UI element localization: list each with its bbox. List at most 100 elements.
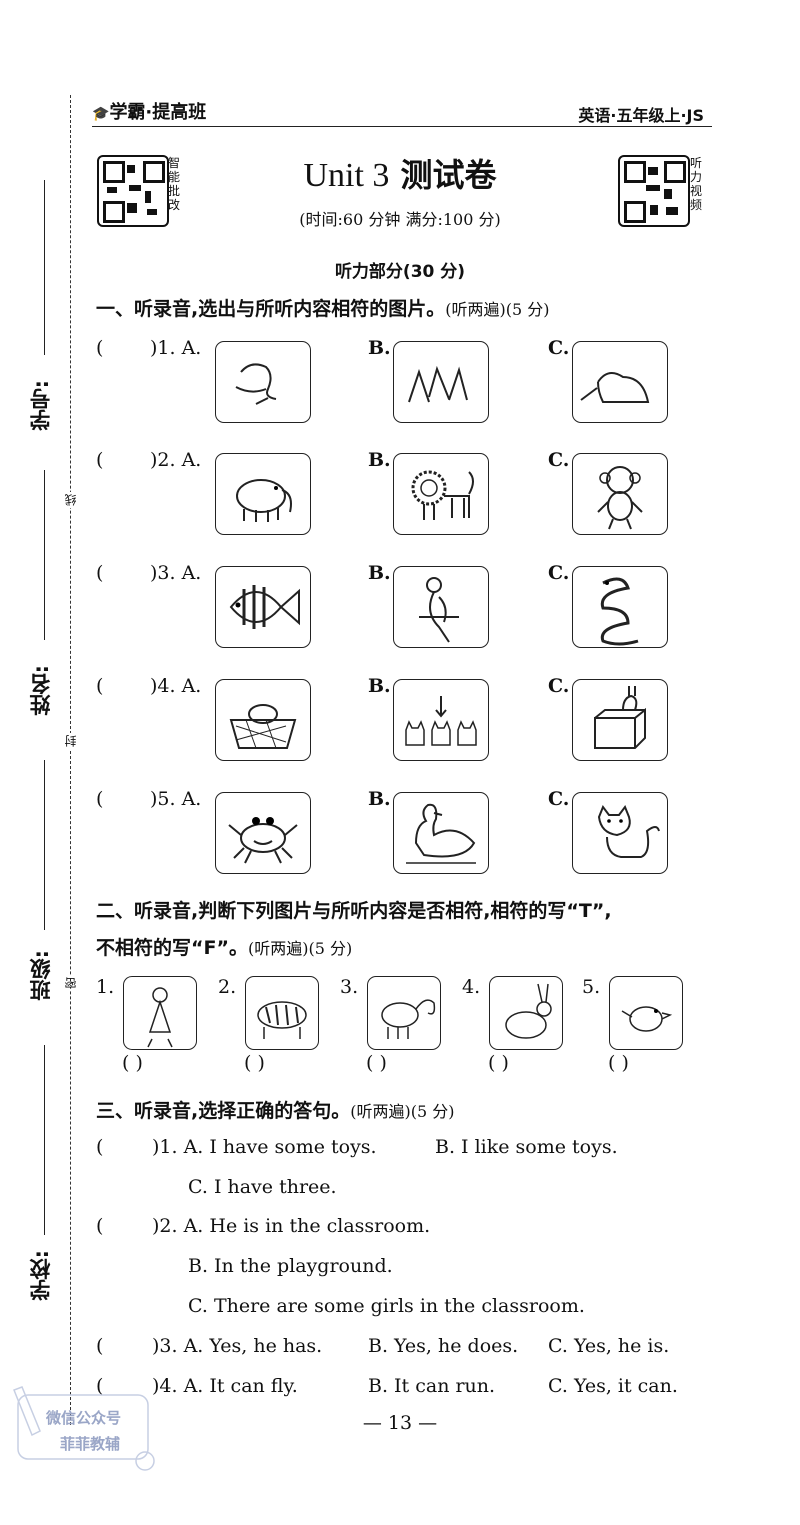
crab-icon: [228, 817, 298, 864]
option-picture[interactable]: [572, 566, 668, 648]
judgement-picture: [367, 976, 441, 1050]
option-picture[interactable]: [572, 679, 668, 761]
watermark-pen-icon: [13, 1386, 155, 1471]
line-mark: 线: [62, 492, 79, 508]
monkey-icon: [597, 466, 643, 530]
qr-right-caption: 听力视频: [690, 156, 703, 212]
answer-line: )1. A. I have some toys.: [152, 1136, 377, 1158]
option-letter: C.: [548, 449, 570, 471]
option-letter: C.: [548, 675, 570, 697]
duck-icon: [406, 803, 476, 864]
answer-paren[interactable]: (: [96, 675, 104, 697]
answer-option-b: B. I like some toys.: [435, 1136, 618, 1158]
question-number: )2. A.: [150, 449, 202, 471]
option-picture[interactable]: [393, 453, 489, 535]
watermark-line1: 微信公众号: [46, 1409, 122, 1427]
answer-line: )2. A. He is in the classroom.: [152, 1215, 431, 1237]
page-number: — 13 —: [362, 1412, 438, 1434]
subject-label: 英语·五年级上·JS: [578, 106, 704, 125]
option-letter: C.: [548, 337, 570, 359]
rabbit-icon: [505, 983, 552, 1039]
answer-line: B. In the playground.: [188, 1255, 393, 1277]
option-picture[interactable]: [572, 453, 668, 535]
watermark-line2: 菲菲教辅: [60, 1435, 121, 1453]
answer-blank[interactable]: ( ): [122, 1052, 143, 1074]
answer-line: C. I have three.: [188, 1176, 337, 1198]
parrot-icon: [419, 577, 459, 643]
answer-paren[interactable]: (: [96, 337, 104, 359]
section1-title: 一、听录音,选出与所听内容相符的图片。(听两遍)(5 分): [96, 298, 550, 320]
answer-paren[interactable]: (: [96, 1375, 104, 1397]
question-number: )1. A.: [150, 337, 202, 359]
option-letter: B.: [368, 449, 391, 471]
item-number: 1.: [96, 976, 115, 998]
answer-line: )4. A. It can fly.: [152, 1375, 298, 1397]
answer-blank[interactable]: ( ): [366, 1052, 387, 1074]
option-picture[interactable]: [215, 453, 311, 535]
graduation-cap-icon: 🎓: [92, 106, 110, 122]
answer-paren[interactable]: (: [96, 562, 104, 584]
answer-paren[interactable]: (: [96, 1215, 104, 1237]
school-label: 学校:: [29, 1250, 53, 1301]
question-number: )3. A.: [150, 562, 202, 584]
option-picture[interactable]: [215, 679, 311, 761]
answer-option-c: C. Yes, it can.: [548, 1375, 678, 1397]
option-picture[interactable]: [572, 792, 668, 874]
item-number: 3.: [340, 976, 359, 998]
student-no-underline: [44, 180, 45, 355]
question-number: )4. A.: [150, 675, 202, 697]
time-score: (时间:60 分钟 满分:100 分): [299, 210, 501, 229]
seal-mark-2: 密: [62, 975, 79, 991]
page-title: Unit 3 测试卷: [303, 156, 497, 194]
section3-title: 三、听录音,选择正确的答句。(听两遍)(5 分): [96, 1100, 455, 1122]
option-picture[interactable]: [393, 566, 489, 648]
fish-icon: [229, 585, 300, 629]
qr-code-right-icon[interactable]: [618, 155, 690, 227]
qr-left-caption: 智能批改: [168, 156, 181, 212]
lion-icon: [411, 470, 474, 520]
question-number: )5. A.: [150, 788, 202, 810]
option-picture[interactable]: [393, 792, 489, 874]
option-letter: C.: [548, 788, 570, 810]
snake-icon: [600, 577, 639, 646]
school-underline: [44, 1045, 45, 1235]
animal-legs-icon: [408, 365, 468, 403]
answer-line: C. There are some girls in the classroom…: [188, 1295, 585, 1317]
three-cats-icon: [405, 696, 477, 746]
section2-title: 二、听录音,判断下列图片与所听内容是否相符,相符的写“T”,: [96, 900, 612, 922]
doll-icon: [147, 987, 173, 1048]
student-no-label: 学号:: [29, 380, 53, 431]
class-underline: [44, 760, 45, 930]
brand-label: 🎓学霸·提高班: [92, 102, 207, 123]
answer-blank[interactable]: ( ): [488, 1052, 509, 1074]
binding-dashed-line: [70, 95, 71, 1425]
option-picture[interactable]: [393, 341, 489, 423]
answer-blank[interactable]: ( ): [244, 1052, 265, 1074]
name-label: 姓名:: [29, 665, 53, 716]
answer-paren[interactable]: (: [96, 1335, 104, 1357]
option-picture[interactable]: [215, 566, 311, 648]
animal-tail-icon: [580, 372, 650, 403]
cat-icon: [597, 804, 660, 858]
option-picture[interactable]: [215, 792, 311, 874]
option-picture[interactable]: [393, 679, 489, 761]
option-letter: B.: [368, 562, 391, 584]
option-letter: C.: [548, 562, 570, 584]
option-letter: B.: [368, 337, 391, 359]
item-number: 2.: [218, 976, 237, 998]
answer-option-b: B. It can run.: [368, 1375, 496, 1397]
answer-paren[interactable]: (: [96, 449, 104, 471]
answer-option-c: C. Yes, he is.: [548, 1335, 670, 1357]
answer-paren[interactable]: (: [96, 1136, 104, 1158]
class-label: 班级:: [29, 950, 53, 1001]
judgement-picture: [489, 976, 563, 1050]
answer-line: )3. A. Yes, he has.: [152, 1335, 323, 1357]
qr-code-left-icon[interactable]: [97, 155, 169, 227]
option-picture[interactable]: [215, 341, 311, 423]
answer-blank[interactable]: ( ): [608, 1052, 629, 1074]
answer-paren[interactable]: (: [96, 788, 104, 810]
seal-mark: 封: [62, 733, 79, 749]
name-underline: [44, 470, 45, 640]
option-picture[interactable]: [572, 341, 668, 423]
judgement-picture: [609, 976, 683, 1050]
